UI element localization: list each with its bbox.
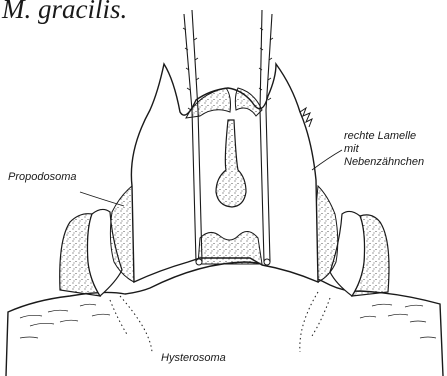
label-right-lamella-line-1: rechte Lamelle xyxy=(344,130,424,143)
label-hysterosoma: Hysterosoma xyxy=(161,352,226,365)
figure-title: M. gracilis. xyxy=(2,0,127,25)
left-dotted-curve xyxy=(110,296,152,352)
left-seta-base xyxy=(196,259,202,265)
label-right-lamella: rechte Lamelle mit Nebenzähnchen xyxy=(344,130,424,169)
label-propodosoma: Propodosoma xyxy=(8,171,77,184)
body-hatching xyxy=(20,304,436,338)
label-right-lamella-line-2: mit xyxy=(344,143,424,156)
right-seta-base xyxy=(264,259,270,265)
label-right-lamella-line-3: Nebenzähnchen xyxy=(344,156,424,169)
right-dotted-curve xyxy=(300,292,330,352)
lamella-leader xyxy=(312,150,342,170)
propodosoma-leader xyxy=(80,192,124,206)
